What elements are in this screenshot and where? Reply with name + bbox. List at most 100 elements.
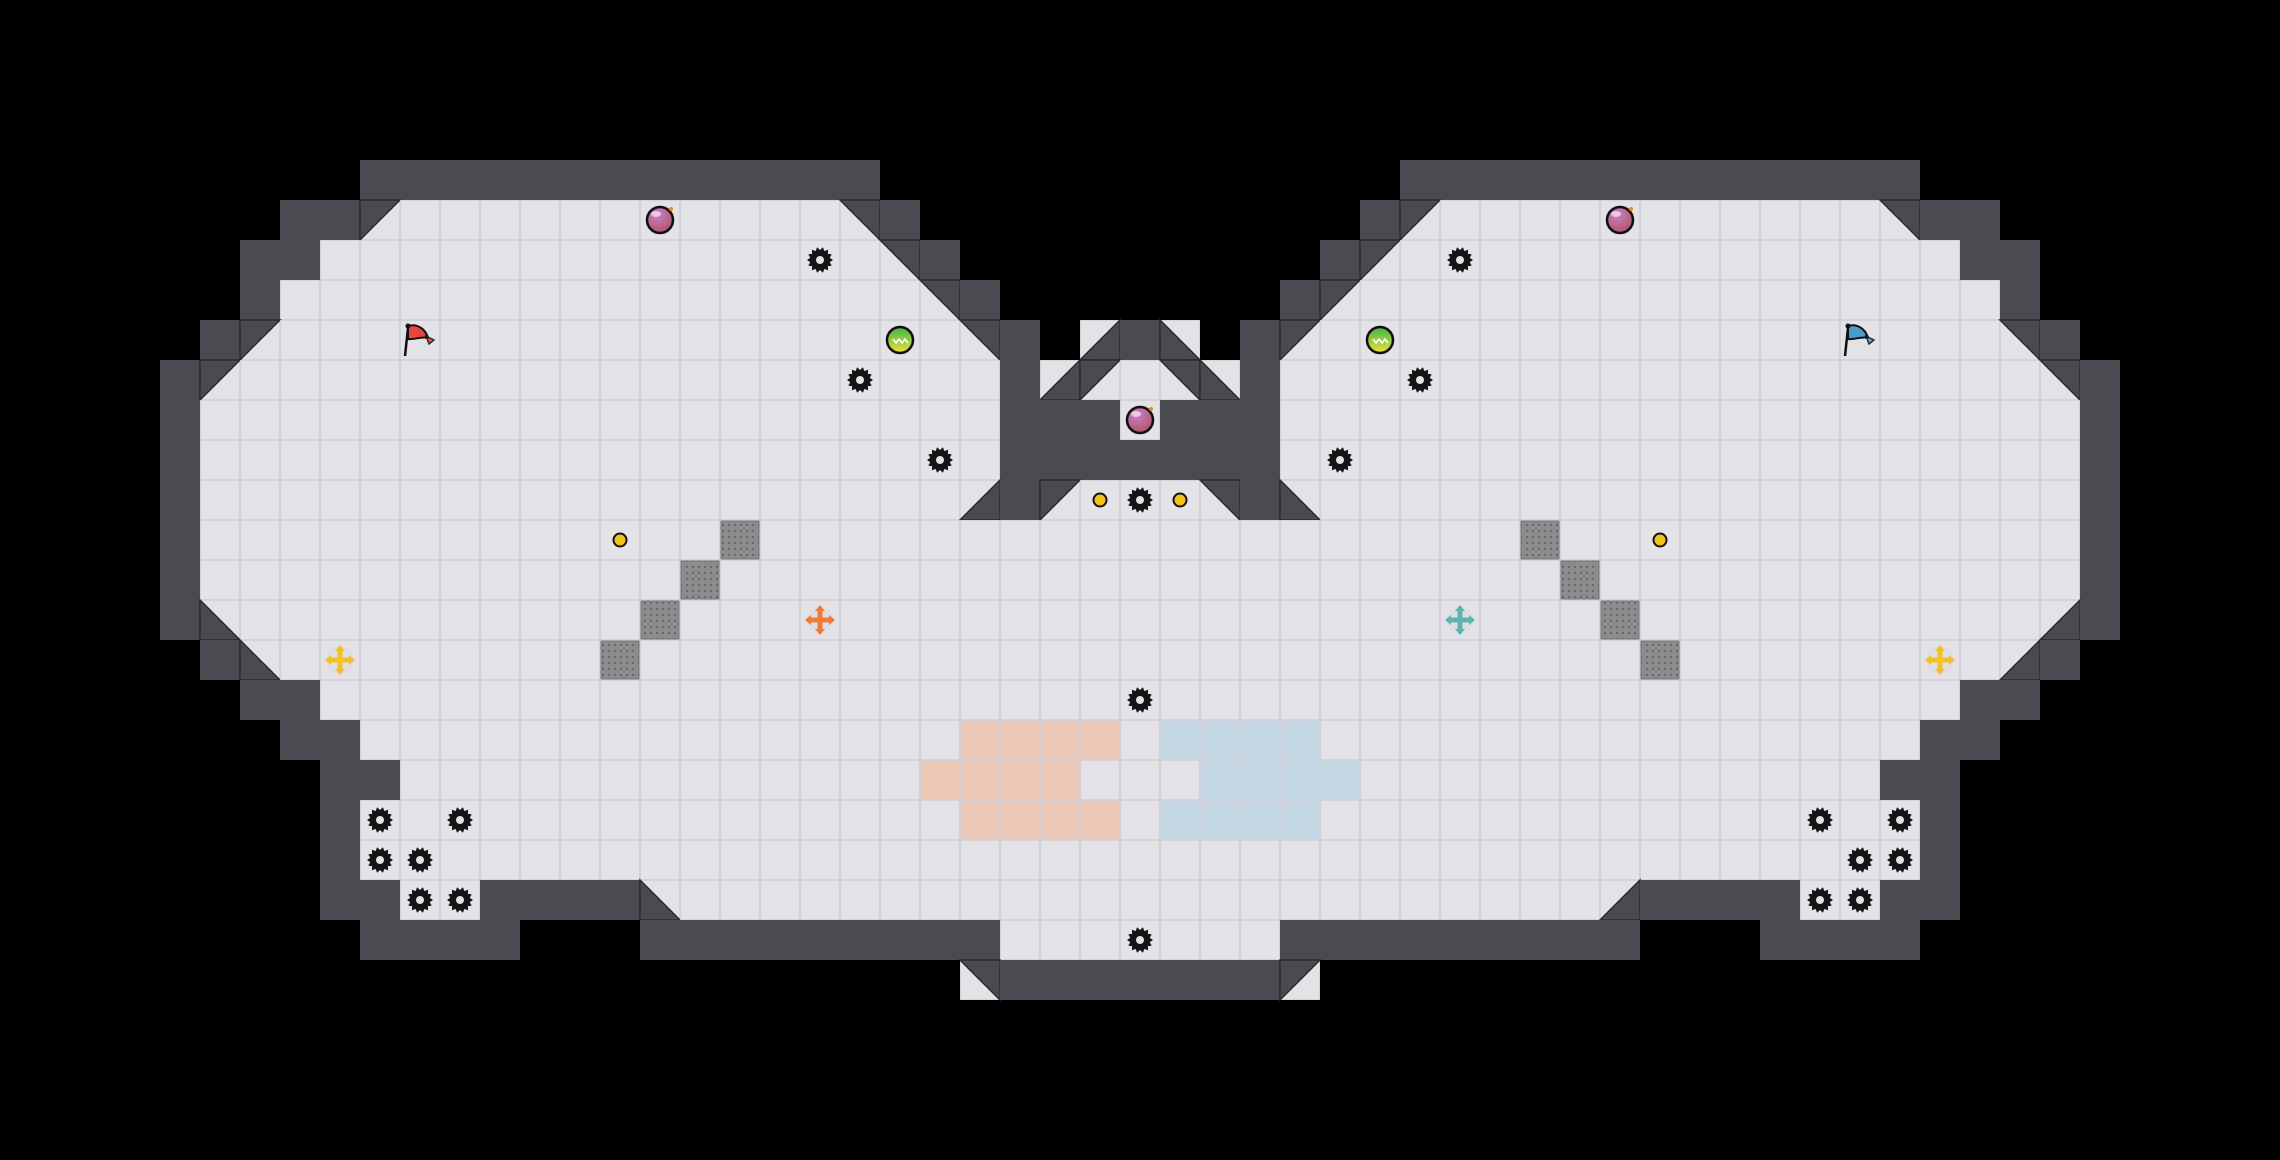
- floor-tile: [560, 600, 600, 640]
- floor-tile: [1440, 320, 1480, 360]
- floor-tile: [1960, 600, 2000, 640]
- floor-tile: [760, 680, 800, 720]
- floor-tile: [1400, 400, 1440, 440]
- floor-tile: [800, 280, 840, 320]
- gate-icon: [1600, 600, 1640, 640]
- spike-icon: [447, 887, 473, 913]
- floor-tile: [1640, 200, 1680, 240]
- wall-tile: [1040, 440, 1080, 480]
- wall-tile: [1840, 920, 1880, 960]
- floor-tile: [320, 680, 360, 720]
- floor-tile: [1240, 560, 1280, 600]
- wall-tile: [1360, 920, 1400, 960]
- floor-tile: [1000, 560, 1040, 600]
- floor-tile: [760, 440, 800, 480]
- wall-tile: [1680, 160, 1720, 200]
- floor-tile: [1000, 880, 1040, 920]
- floor-tile: [960, 600, 1000, 640]
- wall-tile: [360, 920, 400, 960]
- wall-tile: [360, 760, 400, 800]
- floor-tile: [480, 320, 520, 360]
- floor-tile: [840, 240, 880, 280]
- floor-tile: [1480, 480, 1520, 520]
- wall-diagonal-tile: [1079, 359, 1122, 402]
- floor-tile: [1240, 680, 1280, 720]
- floor-tile: [680, 400, 720, 440]
- floor-tile: [1480, 360, 1520, 400]
- floor-tile: [880, 640, 920, 680]
- floor-tile: [360, 240, 400, 280]
- floor-tile: [680, 840, 720, 880]
- floor-tile: [440, 840, 480, 880]
- floor-tile: [1080, 920, 1120, 960]
- floor-tile: [1080, 560, 1120, 600]
- red-team-tile: [1080, 720, 1120, 760]
- floor-tile: [1400, 720, 1440, 760]
- floor-tile: [1760, 280, 1800, 320]
- wall-tile: [400, 920, 440, 960]
- floor-tile: [240, 440, 280, 480]
- floor-tile: [600, 760, 640, 800]
- floor-tile: [1480, 800, 1520, 840]
- floor-tile: [1200, 600, 1240, 640]
- wall-tile: [200, 640, 240, 680]
- floor-tile: [1480, 240, 1520, 280]
- floor-tile: [680, 880, 720, 920]
- floor-tile: [600, 680, 640, 720]
- floor-tile: [1960, 560, 2000, 600]
- floor-tile: [1520, 840, 1560, 880]
- boost-icon: [1925, 645, 1955, 675]
- wall-tile: [1320, 920, 1360, 960]
- floor-tile: [720, 240, 760, 280]
- wall-tile: [160, 600, 200, 640]
- wall-tile: [1000, 440, 1040, 480]
- blue-team-tile: [1240, 720, 1280, 760]
- floor-tile: [1160, 760, 1200, 800]
- floor-tile: [1040, 680, 1080, 720]
- wall-tile: [2080, 400, 2120, 440]
- floor-tile: [1880, 680, 1920, 720]
- floor-tile: [1400, 600, 1440, 640]
- floor-tile: [1120, 600, 1160, 640]
- floor-tile: [600, 400, 640, 440]
- floor-tile: [1120, 720, 1160, 760]
- floor-tile: [1280, 880, 1320, 920]
- floor-tile: [1680, 720, 1720, 760]
- floor-tile: [440, 760, 480, 800]
- floor-tile: [2000, 520, 2040, 560]
- floor-tile: [1360, 840, 1400, 880]
- red-team-tile: [1040, 760, 1080, 800]
- floor-tile: [1360, 640, 1400, 680]
- wall-tile: [1000, 960, 1040, 1000]
- floor-tile: [1000, 840, 1040, 880]
- floor-tile: [1920, 400, 1960, 440]
- blue-team-tile: [1240, 760, 1280, 800]
- floor-tile: [720, 600, 760, 640]
- floor-tile: [1360, 560, 1400, 600]
- wall-tile: [1000, 320, 1040, 360]
- wall-tile: [1720, 880, 1760, 920]
- floor-tile: [1120, 840, 1160, 880]
- floor-tile: [1760, 840, 1800, 880]
- floor-tile: [1640, 600, 1680, 640]
- floor-tile: [2000, 600, 2040, 640]
- floor-tile: [480, 600, 520, 640]
- floor-tile: [840, 800, 880, 840]
- wall-tile: [1640, 160, 1680, 200]
- floor-tile: [1840, 480, 1880, 520]
- floor-tile: [840, 760, 880, 800]
- floor-tile: [1720, 440, 1760, 480]
- floor-tile: [240, 560, 280, 600]
- floor-tile: [240, 360, 280, 400]
- wall-tile: [800, 920, 840, 960]
- floor-tile: [520, 600, 560, 640]
- floor-tile: [640, 520, 680, 560]
- floor-tile: [960, 880, 1000, 920]
- floor-tile: [440, 240, 480, 280]
- floor-tile: [720, 680, 760, 720]
- floor-tile: [520, 800, 560, 840]
- floor-tile: [440, 560, 480, 600]
- floor-tile: [2000, 560, 2040, 600]
- floor-tile: [1440, 880, 1480, 920]
- floor-tile: [360, 680, 400, 720]
